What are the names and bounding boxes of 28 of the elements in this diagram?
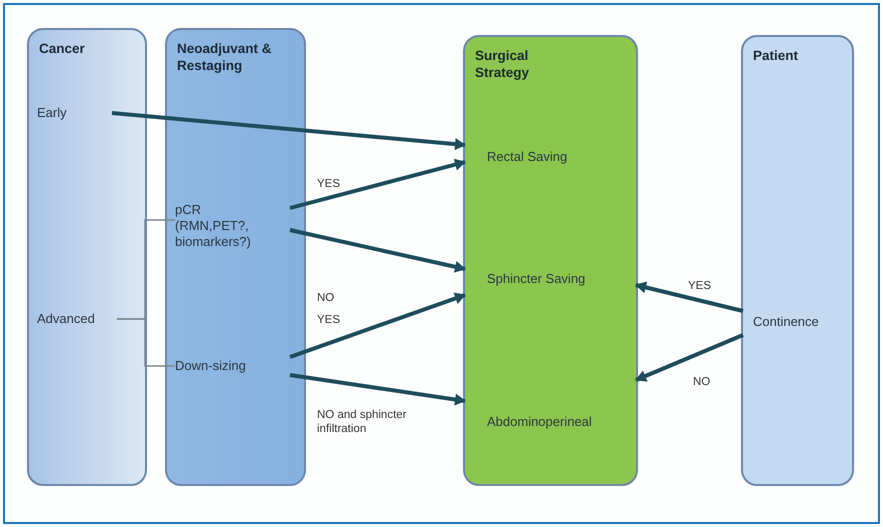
stage-label: Continence bbox=[753, 314, 819, 330]
edge-label: YES bbox=[317, 313, 342, 327]
column-heading: Surgical Strategy bbox=[475, 47, 530, 81]
arrow bbox=[289, 292, 466, 359]
edge-label: NO bbox=[693, 375, 712, 389]
arrow bbox=[112, 111, 466, 150]
column-heading: Neoadjuvant & Restaging bbox=[177, 40, 273, 74]
edge-label: YES bbox=[688, 279, 712, 293]
edge-label: NO and sphincter infiltration bbox=[317, 408, 408, 436]
arrow bbox=[290, 373, 466, 406]
stage-label: pCR (RMN,PET?, biomarkers?) bbox=[175, 202, 252, 250]
bracket-line bbox=[117, 318, 175, 367]
stage-label: Down-sizing bbox=[175, 358, 246, 374]
stage-label: Advanced bbox=[37, 311, 95, 327]
column-panel bbox=[741, 35, 854, 486]
stage-label: Abdominoperineal bbox=[487, 414, 592, 430]
column-panel bbox=[463, 35, 638, 486]
column-panel bbox=[165, 28, 306, 486]
arrow bbox=[290, 228, 466, 273]
edge-label: NO bbox=[317, 291, 336, 305]
arrow bbox=[290, 158, 466, 210]
stage-label: Early bbox=[37, 105, 67, 121]
column-panel bbox=[27, 28, 147, 486]
edge-label: YES bbox=[317, 177, 342, 191]
stage-label: Sphincter Saving bbox=[487, 271, 586, 287]
column-heading: Patient bbox=[753, 47, 800, 64]
stage-label: Rectal Saving bbox=[487, 149, 568, 165]
column-heading: Cancer bbox=[39, 40, 86, 57]
